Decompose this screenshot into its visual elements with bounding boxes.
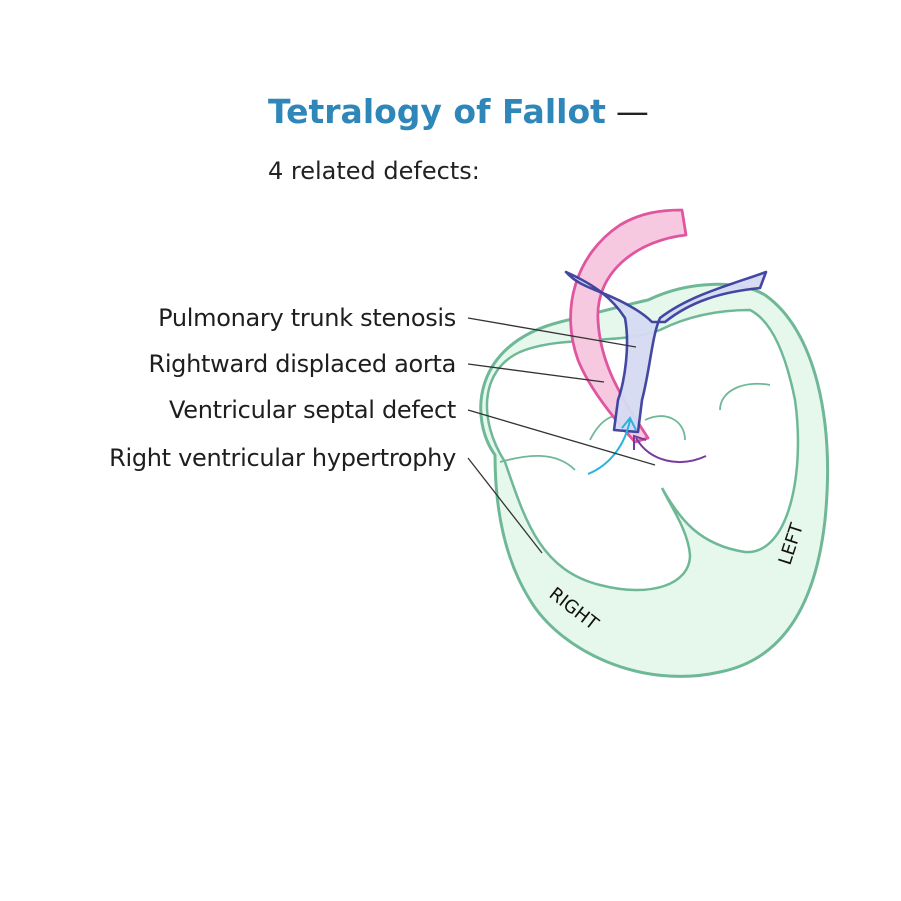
- pulmonary-trunk: [564, 270, 768, 434]
- leader-vsd: [467, 409, 656, 466]
- label-right-ventricular-hypertrophy: Right ventricular hypertrophy: [109, 444, 456, 472]
- subtitle: 4 related defects:: [268, 157, 480, 185]
- label-pulmonary-trunk-stenosis: Pulmonary trunk stenosis: [158, 304, 456, 332]
- title-text: Tetralogy of Fallot: [268, 92, 606, 131]
- valve-curve-left: [719, 382, 771, 411]
- leader-hypertrophy: [467, 457, 543, 554]
- valve-curve-aortic: [644, 415, 686, 441]
- vsd-arrow-right: [633, 434, 707, 463]
- diagram-title: Tetralogy of Fallot—: [268, 92, 649, 131]
- title-dash: —: [615, 92, 649, 131]
- label-ventricular-septal-defect: Ventricular septal defect: [169, 396, 456, 424]
- leader-aorta: [467, 363, 605, 383]
- valve-curve-right: [499, 454, 576, 471]
- label-rightward-displaced-aorta: Rightward displaced aorta: [148, 350, 456, 378]
- leader-pulmonary: [467, 317, 637, 348]
